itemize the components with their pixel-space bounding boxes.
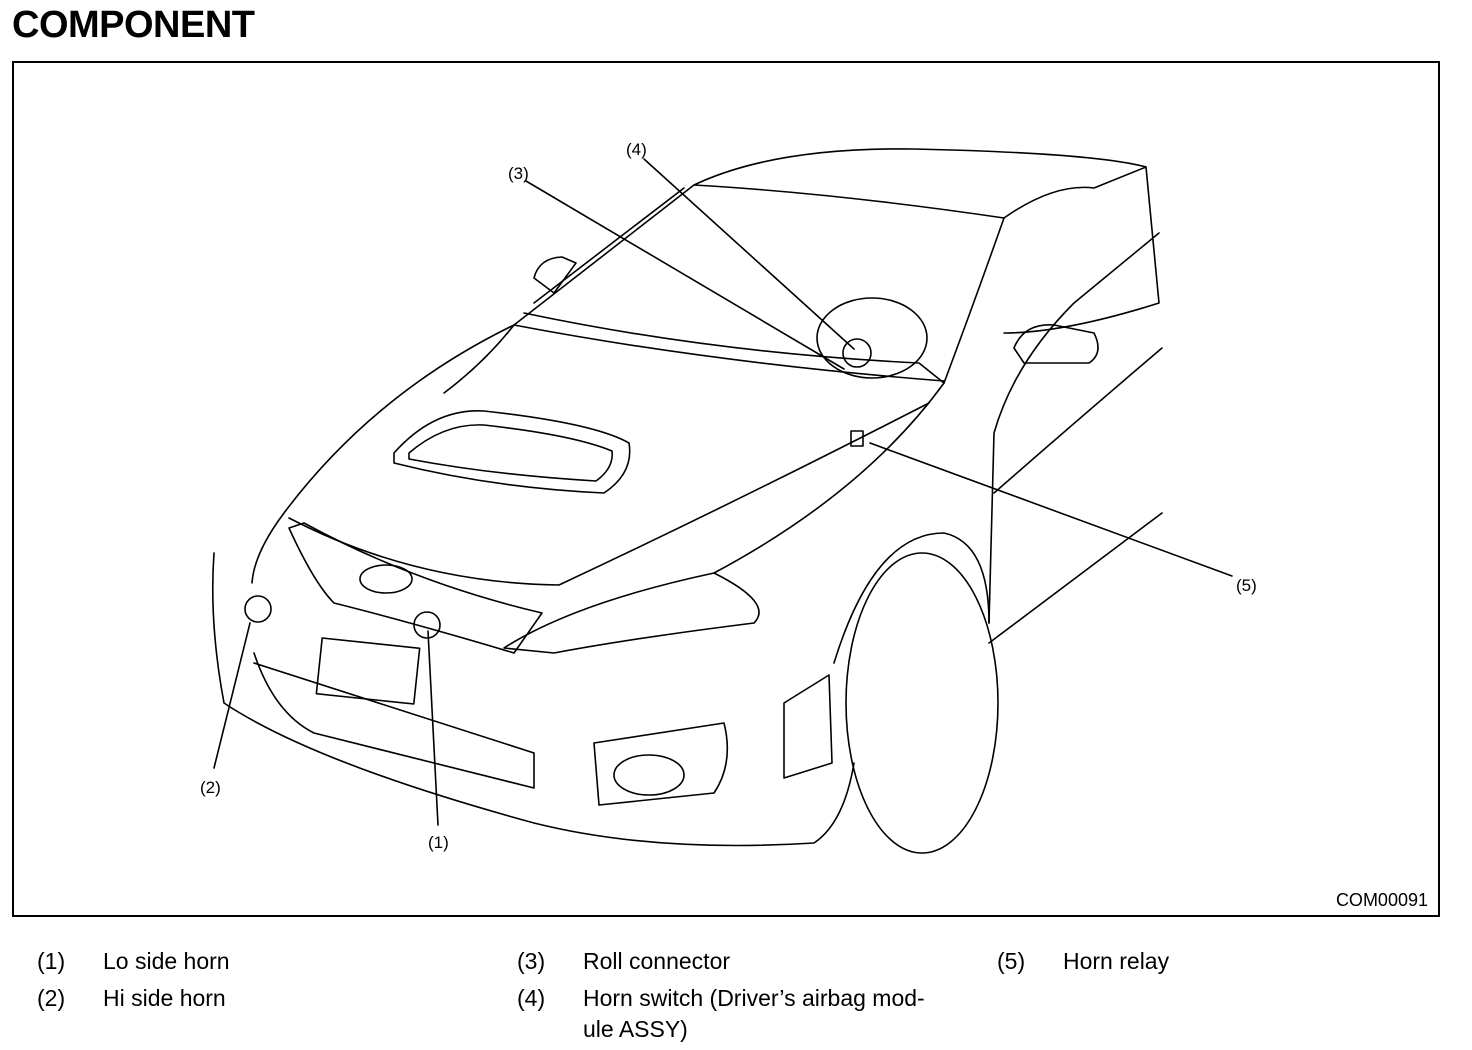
windshield-header [693, 184, 1005, 219]
bumper-outline [211, 552, 855, 847]
fender-line [713, 382, 945, 574]
windshield-bottom [513, 324, 945, 382]
license-plate [315, 637, 421, 705]
car-front-diagram: (1) (2) (3) (4) (5) [200, 140, 1257, 854]
horn-switch [842, 338, 872, 368]
page-title: COMPONENT [12, 4, 255, 46]
hood-outline [251, 324, 515, 584]
leader-1 [427, 630, 439, 826]
door-lower [988, 512, 1163, 644]
fog-light [613, 754, 685, 796]
legend-number: (3) [517, 948, 546, 974]
fog-light-housing [593, 722, 729, 806]
steering-wheel [816, 297, 928, 379]
callout-4: (4) [626, 140, 647, 159]
callout-5: (5) [1236, 576, 1257, 595]
side-vent [783, 674, 833, 779]
diagram-code: COM00091 [1335, 890, 1428, 910]
right-mirror [1013, 324, 1099, 364]
lo-side-horn [413, 611, 441, 639]
leader-4 [643, 158, 855, 350]
hood-scoop-inner [408, 424, 613, 482]
emblem [359, 564, 413, 594]
legend-number: (5) [997, 948, 1026, 974]
door-window [1003, 166, 1160, 334]
headlight [503, 572, 760, 654]
horn-relay [850, 430, 864, 447]
callout-1: (1) [428, 833, 449, 852]
hood-crease [443, 324, 515, 394]
legend-text: Roll connector [583, 948, 731, 974]
legend-number: (1) [37, 948, 66, 974]
leader-5 [869, 442, 1233, 577]
leader-3 [525, 180, 845, 370]
cowl [523, 312, 945, 384]
windshield-left-pillar [533, 187, 685, 304]
hood-scoop-outer [393, 410, 631, 494]
front-wheel [845, 552, 999, 854]
windshield-right-pillar [943, 217, 1005, 384]
roof-outline [513, 148, 1147, 326]
wheel-arch [833, 532, 990, 664]
callout-3: (3) [508, 164, 529, 183]
hi-side-horn [244, 595, 272, 623]
left-mirror [533, 256, 577, 294]
legend-number: (2) [37, 985, 66, 1011]
grille-outline [288, 522, 543, 654]
legend-text: Horn relay [1063, 948, 1170, 974]
diagram-frame: (1) (2) (3) (4) (5) COM00091 [12, 61, 1440, 917]
callout-2: (2) [200, 778, 221, 797]
legend-text: Hi side horn [103, 985, 226, 1011]
hood-front-edge [288, 402, 930, 586]
side-body [988, 232, 1160, 624]
bumper-lower-intake [253, 652, 535, 789]
front-door [993, 347, 1163, 494]
legend-number: (4) [517, 985, 546, 1011]
legend-text: Horn switch (Driver’s airbag mod- ule AS… [583, 985, 925, 1042]
legend-text: Lo side horn [103, 948, 230, 974]
leader-2 [213, 622, 251, 769]
